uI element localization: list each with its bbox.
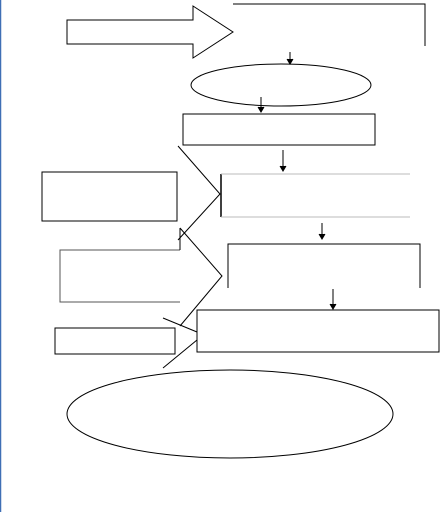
block-arrow-3: [179, 227, 223, 327]
ellipse-1: [190, 63, 372, 107]
side-rect-2: [59, 249, 180, 303]
connector-arrow-2-head: [257, 106, 265, 113]
connector-arrow-5-head: [329, 303, 337, 310]
box-1-top: [233, 3, 426, 46]
side-rect-1: [41, 171, 178, 222]
rect-box-4: [196, 309, 440, 353]
ellipse-2: [66, 369, 394, 459]
block-arrow-1: [66, 5, 234, 59]
side-rect-3: [54, 327, 176, 355]
block-arrow-4: [162, 317, 198, 369]
rect-box-1: [182, 113, 376, 146]
block-arrow-2: [177, 145, 221, 241]
connector-arrow-3-head: [279, 165, 287, 172]
connector-arrow-4-head: [318, 233, 326, 240]
connector-arrow-1-head: [286, 58, 294, 65]
box-3: [227, 243, 421, 288]
